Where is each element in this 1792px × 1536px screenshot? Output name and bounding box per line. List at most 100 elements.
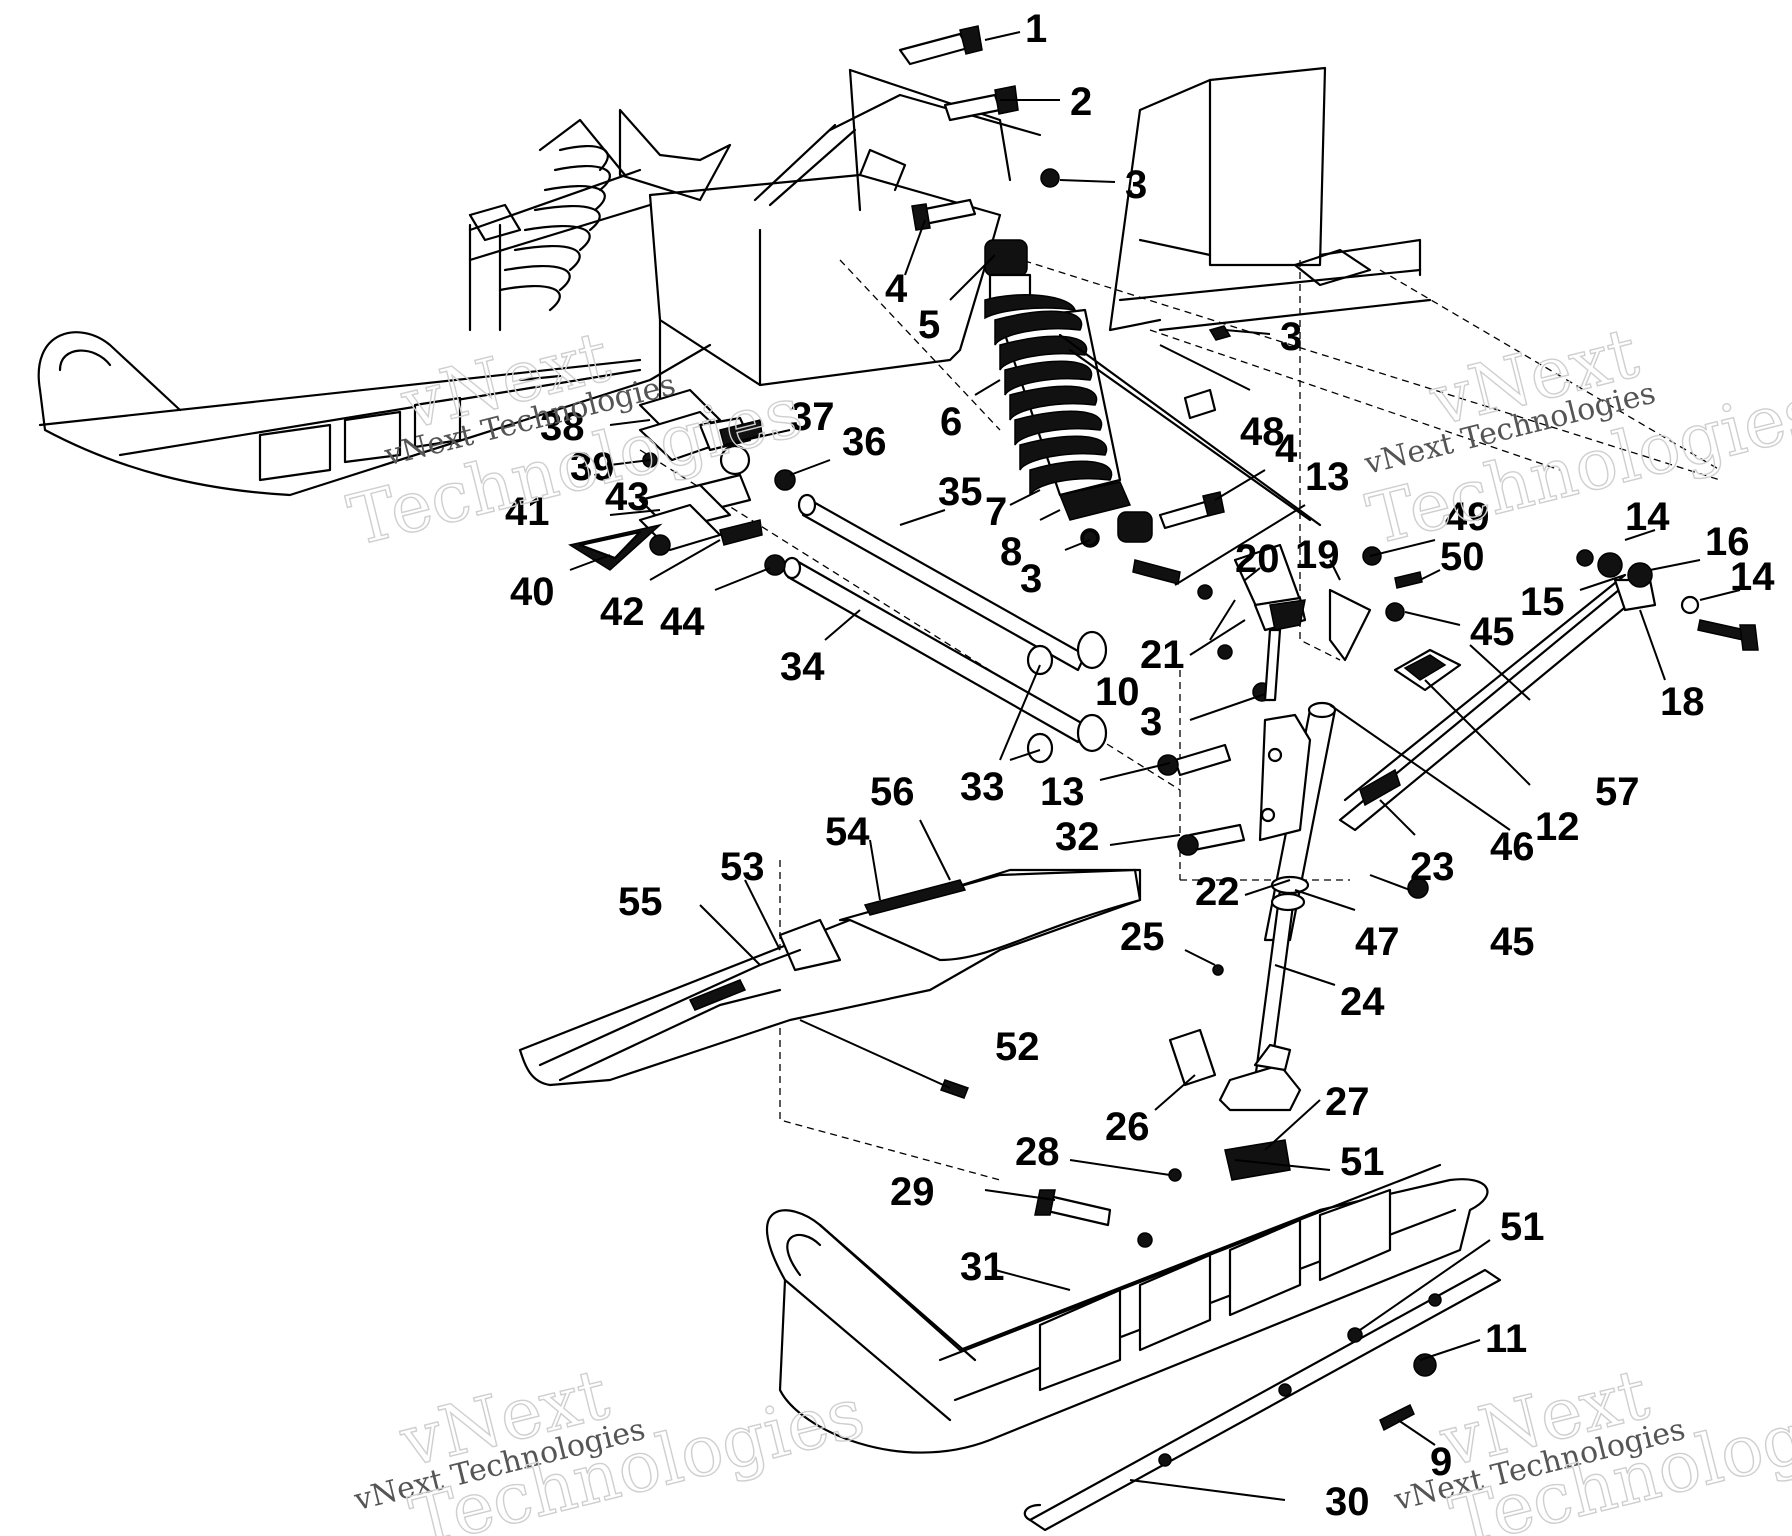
bushing-26 [1168, 1028, 1217, 1087]
tie-rod-48 [1058, 333, 1322, 527]
callout-51: 51 [1340, 1140, 1385, 1184]
washer-21-a [1197, 584, 1213, 600]
washer-21-b [1217, 644, 1233, 660]
callout-8: 8 [1000, 530, 1022, 574]
nut-45-upper [1385, 602, 1405, 622]
callout-7: 7 [985, 490, 1007, 534]
callout-46: 46 [1490, 825, 1535, 869]
callout-38: 38 [540, 405, 585, 449]
bushing-15 [1597, 552, 1623, 578]
callout-50: 50 [1440, 535, 1485, 579]
callout-28: 28 [1015, 1130, 1060, 1174]
callout-22: 22 [1195, 870, 1240, 914]
callout-1: 1 [1025, 7, 1047, 51]
callout-13: 13 [1305, 455, 1350, 499]
nut-45-lower [1407, 877, 1429, 899]
bolt-1 [898, 25, 983, 66]
nut-3-top [1040, 168, 1060, 188]
callout-45: 45 [1490, 920, 1535, 964]
callout-18: 18 [1660, 680, 1705, 724]
leader-lines [569, 31, 1741, 1501]
bolt-10 [1263, 628, 1282, 702]
callout-11: 11 [1485, 1317, 1527, 1361]
washer-51 [1347, 1327, 1363, 1343]
background-ski [37, 331, 712, 497]
callout-34: 34 [780, 645, 825, 689]
wear-pad-27 [1224, 1139, 1291, 1181]
ski-31 [765, 1163, 1489, 1454]
ski-skin-assembly [518, 868, 1142, 1087]
callout-6: 6 [940, 400, 962, 444]
callout-5: 5 [918, 303, 940, 347]
callout-39: 39 [570, 445, 615, 489]
callout-20: 20 [1235, 537, 1280, 581]
bushing-33-bottom [1026, 732, 1054, 764]
callout-3: 3 [1125, 163, 1147, 207]
spindle-bracket-46 [1258, 713, 1312, 842]
callout-43: 43 [605, 475, 650, 519]
bushing-33-top [1026, 644, 1054, 676]
callout-29: 29 [890, 1170, 935, 1214]
radius-rod-35 [797, 493, 1108, 672]
bolt-29 [1034, 1189, 1112, 1227]
watermark-bottom-right: vNext vNext Technologies Technologies [1390, 1352, 1792, 1536]
callout-16: 16 [1705, 520, 1750, 564]
tie-rod-end-23 [1359, 768, 1401, 807]
callout-14: 14 [1730, 555, 1775, 599]
tie-rod-18 [1338, 573, 1657, 832]
callout-33: 33 [960, 765, 1005, 809]
stud-9 [1379, 1403, 1415, 1432]
callout-35: 35 [938, 470, 983, 514]
callout-27: 27 [1325, 1080, 1370, 1124]
callout-49: 49 [1445, 495, 1490, 539]
bolt-4-lower [1158, 491, 1225, 530]
callout-47: 47 [1355, 920, 1400, 964]
bracket-19 [1328, 588, 1372, 662]
callout-37: 37 [790, 395, 835, 439]
callout-9: 9 [1430, 1440, 1452, 1484]
callout-32: 32 [1055, 815, 1100, 859]
screw-52 [940, 1079, 969, 1099]
nut-32 [1177, 834, 1199, 856]
background-shock-absorber [498, 145, 611, 312]
cotter-pin-50 [1394, 571, 1423, 589]
shock-spring-coils [994, 310, 1113, 496]
radius-rod-34 [782, 556, 1108, 753]
bolt-right-14 [1697, 619, 1759, 651]
callout-23: 23 [1410, 845, 1455, 889]
callout-48: 48 [1240, 410, 1285, 454]
washer-14-left [1576, 549, 1594, 567]
callout-41: 41 [505, 490, 550, 534]
left-bracket-assembly [568, 388, 763, 571]
callout-25: 25 [1120, 915, 1165, 959]
bushing-16 [1627, 562, 1653, 588]
callout-52: 52 [995, 1025, 1040, 1069]
callout-15: 15 [1520, 580, 1565, 624]
callout-10: 10 [1095, 670, 1140, 714]
callout-2: 2 [1070, 80, 1092, 124]
callout-13: 13 [1040, 770, 1085, 814]
callout-45: 45 [1470, 610, 1515, 654]
callout-30: 30 [1325, 1480, 1370, 1524]
callout-3: 3 [1140, 700, 1162, 744]
callout-26: 26 [1105, 1105, 1150, 1149]
callout-40: 40 [510, 570, 555, 614]
callout-55: 55 [618, 880, 663, 924]
callout-36: 36 [842, 420, 887, 464]
nut-3-mid [1208, 325, 1232, 341]
callout-53: 53 [720, 845, 765, 889]
bolt-13-upper [1132, 559, 1181, 585]
bolt-13-lower [1173, 743, 1232, 777]
callout-19: 19 [1295, 533, 1340, 577]
callout-4: 4 [885, 267, 908, 311]
washer-28 [1168, 1168, 1182, 1182]
callout-57: 57 [1595, 770, 1640, 814]
ski-runner-30 [1023, 1268, 1502, 1532]
bushing-47 [1270, 892, 1306, 912]
callout-44: 44 [660, 600, 705, 644]
callout-12: 12 [1535, 805, 1580, 849]
washer-29 [1137, 1232, 1153, 1248]
nut-11 [1413, 1353, 1437, 1377]
callout-31: 31 [960, 1245, 1005, 1289]
callout-51: 51 [1500, 1205, 1545, 1249]
